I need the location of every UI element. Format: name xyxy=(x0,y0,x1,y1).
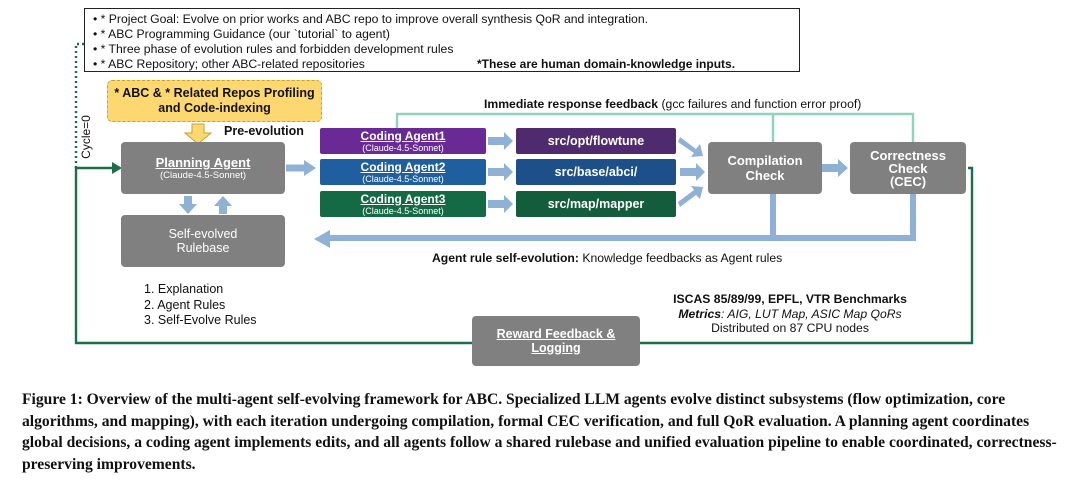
compilation-check-box: Compilation Check xyxy=(708,142,822,194)
rule-list-item: 3. Self-Evolve Rules xyxy=(144,313,257,327)
cec-feedback-line xyxy=(773,112,915,142)
agent-path-arrows xyxy=(488,132,513,213)
compile-to-cec-arrow xyxy=(822,159,848,177)
correctness-line-2: Check xyxy=(888,160,928,176)
input-line-4: • * ABC Repository; other ABC-related re… xyxy=(93,57,365,71)
profiling-line-1: * ABC & * Related Repos Profiling xyxy=(114,86,315,100)
coding-agent-3-model: (Claude-4.5-Sonnet) xyxy=(362,205,444,216)
coding-agent-1-box: Coding Agent1 (Claude-4.5-Sonnet) xyxy=(320,128,486,154)
immediate-feedback-bold: Immediate response feedback xyxy=(484,97,659,111)
inputs-note: *These are human domain-knowledge inputs… xyxy=(477,57,736,71)
compilation-line-1: Compilation xyxy=(727,153,803,168)
benchmarks-block: ISCAS 85/89/99, EPFL, VTR Benchmarks Met… xyxy=(620,292,960,336)
self-evolution-label: Agent rule self-evolution: Knowledge fee… xyxy=(432,251,782,265)
pre-evolution-arrow xyxy=(183,123,213,145)
correctness-check-box: Correctness Check (CEC) xyxy=(850,142,966,194)
figure-caption: Figure 1: Overview of the multi-agent se… xyxy=(22,391,1057,473)
planning-agent-model: (Claude-4.5-Sonnet) xyxy=(159,170,247,181)
planning-agent-title: Planning Agent xyxy=(155,155,251,170)
benchmarks-metrics: Metrics: AIG, LUT Map, ASIC Map QoRs xyxy=(620,307,960,322)
rule-list-item: 1. Explanation xyxy=(144,282,224,296)
framework-diagram: • * Project Goal: Evolve on prior works … xyxy=(74,8,974,366)
planning-agent-box: Planning Agent (Claude-4.5-Sonnet) xyxy=(121,142,285,194)
profiling-box: * ABC & * Related Repos Profiling and Co… xyxy=(107,80,322,122)
self-evolution-rest: Knowledge feedbacks as Agent rules xyxy=(578,251,783,265)
path-compilation-arrows xyxy=(678,137,705,207)
self-evolution-bold: Agent rule self-evolution: xyxy=(432,251,579,265)
correctness-line-1: Correctness xyxy=(870,147,946,163)
benchmarks-line-1: ISCAS 85/89/99, EPFL, VTR Benchmarks xyxy=(673,292,907,306)
rule-list-item: 2. Agent Rules xyxy=(144,297,226,312)
rulebase-line-1: Self-evolved xyxy=(168,227,238,241)
rulebase-box: Self-evolved Rulebase xyxy=(121,215,285,267)
input-line-3: • * Three phase of evolution rules and f… xyxy=(93,42,454,56)
coding-agent-1-model: (Claude-4.5-Sonnet) xyxy=(362,142,444,153)
immediate-feedback-label: Immediate response feedback (gcc failure… xyxy=(484,97,861,111)
coding-agent-2-model: (Claude-4.5-Sonnet) xyxy=(362,173,444,184)
path-box-abci: src/base/abci/ xyxy=(516,159,676,185)
reward-line-2: Logging xyxy=(531,341,581,355)
rulebase-to-planning-arrow xyxy=(214,196,232,214)
connector-layer xyxy=(74,42,974,345)
self-evolution-arrowhead xyxy=(314,230,330,248)
path-box-flowtune: src/opt/flowtune xyxy=(516,128,676,154)
reward-feedback-box: Reward Feedback & Logging xyxy=(472,316,640,366)
correctness-line-3: (CEC) xyxy=(889,173,927,189)
rulebase-line-2: Rulebase xyxy=(176,241,230,255)
immediate-feedback-rest: (gcc failures and function error proof) xyxy=(658,97,862,111)
immediate-feedback-line xyxy=(395,112,775,142)
planning-to-rulebase-arrow xyxy=(179,196,197,214)
reward-line-1: Reward Feedback & xyxy=(496,327,616,341)
coding-agent-2-title: Coding Agent2 xyxy=(360,159,446,174)
outer-loop-arrowhead xyxy=(112,162,122,174)
planning-to-agents-arrowhead xyxy=(304,160,316,176)
path-box-mapper: src/map/mapper xyxy=(516,191,676,217)
cycle-label: Cycle=0 xyxy=(79,115,93,159)
coding-agent-3-box: Coding Agent3 (Claude-4.5-Sonnet) xyxy=(320,191,486,217)
cycle-dotted-line xyxy=(74,42,84,168)
metrics-rest: : AIG, LUT Map, ASIC Map QoRs xyxy=(721,306,902,321)
input-line-1: • * Project Goal: Evolve on prior works … xyxy=(93,12,649,26)
metrics-label: Metrics xyxy=(678,306,722,321)
benchmarks-line-3: Distributed on 87 CPU nodes xyxy=(711,321,869,335)
human-inputs-box: • * Project Goal: Evolve on prior works … xyxy=(84,8,800,72)
coding-agent-3-title: Coding Agent3 xyxy=(360,191,446,206)
self-evolution-arrow xyxy=(330,192,916,241)
coding-agent-1-title: Coding Agent1 xyxy=(360,128,446,143)
compilation-line-2: Check xyxy=(745,168,785,183)
input-line-2: • * ABC Programming Guidance (our `tutor… xyxy=(93,27,390,41)
rule-list: 1. Explanation 2. Agent Rules 3. Self-Ev… xyxy=(144,282,257,329)
pre-evolution-label: Pre-evolution xyxy=(224,124,304,138)
profiling-line-2: and Code-indexing xyxy=(158,101,271,115)
coding-agent-2-box: Coding Agent2 (Claude-4.5-Sonnet) xyxy=(320,159,486,185)
